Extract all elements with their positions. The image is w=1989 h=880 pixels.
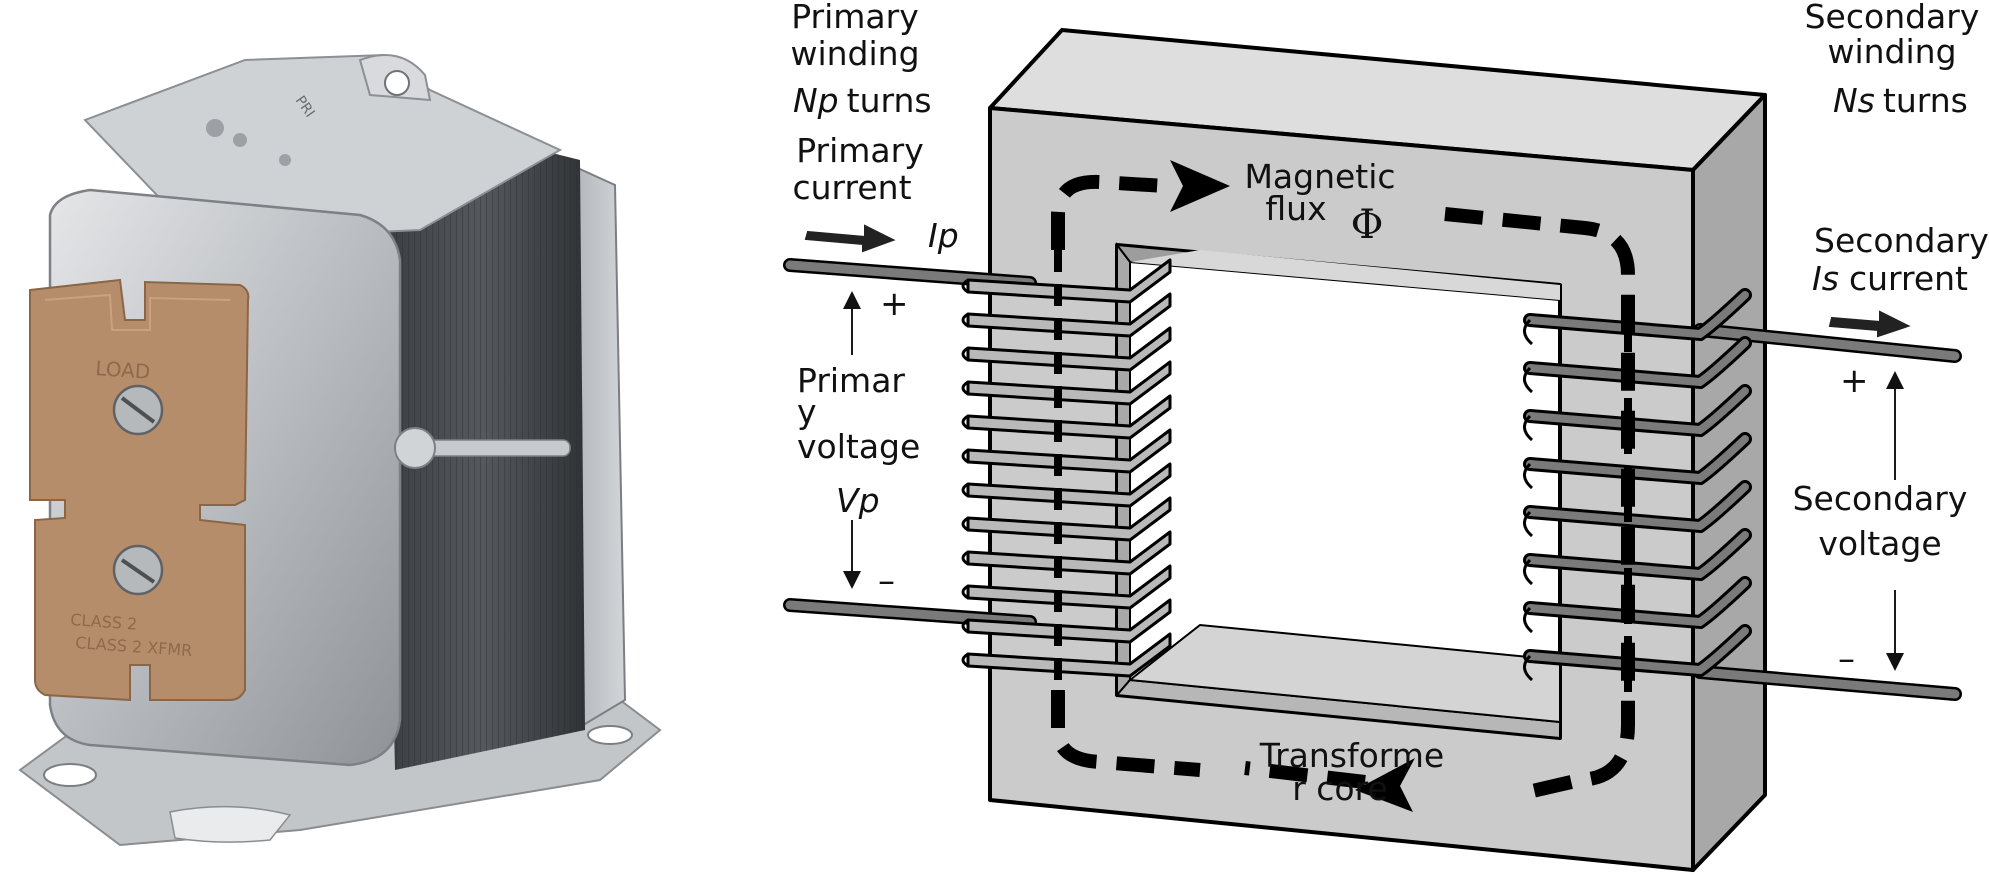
- primary-coil-turn: [961, 496, 1172, 542]
- secondary-coil-turn: [1523, 384, 1752, 442]
- primary-coil-turn: [961, 598, 1172, 644]
- secondary-coil-turn: [1523, 624, 1752, 682]
- flux-symbol: Φ: [1351, 202, 1384, 248]
- primary-coil-turn: [961, 428, 1172, 474]
- primary-coil-turn: [961, 530, 1172, 576]
- wires: [783, 258, 1962, 701]
- secondary-current-arrow: [1828, 310, 1911, 338]
- secondary-coil-turn: [1523, 480, 1752, 538]
- primary-coil-turn: [961, 326, 1172, 372]
- svg-text:LOAD: LOAD: [95, 356, 151, 384]
- primary-current-symbol: Ip: [928, 216, 959, 255]
- primary-coil-turn: [961, 258, 1172, 304]
- flux-arrow-top: [1170, 160, 1230, 212]
- flux-path: [1051, 174, 1635, 802]
- top-bracket: [83, 53, 563, 242]
- primary-coil: [961, 258, 1172, 678]
- secondary-current-label: Secondary: [1814, 221, 1989, 260]
- primary-minus: –: [878, 561, 895, 601]
- primary-coil-turn: [961, 360, 1172, 406]
- primary-coil-turn: [961, 394, 1172, 440]
- secondary-plus: +: [1840, 361, 1869, 401]
- flux-arrow-bottom: [1355, 758, 1415, 812]
- secondary-coil-turn: [1523, 336, 1752, 394]
- terminal-board: LOAD CLASS 2 CLASS 2 XFMR: [29, 278, 250, 702]
- primary-current-arrow: [804, 224, 896, 253]
- secondary-coil-turn: [1523, 528, 1752, 586]
- window-inner-top-face: [1130, 250, 1560, 300]
- transformer-core: [988, 28, 1767, 872]
- secondary-coil-turn: [1523, 288, 1752, 346]
- transformer-photo: LOAD CLASS 2 CLASS 2 XFMR PRI: [18, 53, 662, 847]
- primary-coil-turn: [961, 564, 1172, 610]
- primary-coil-turn: [961, 462, 1172, 508]
- secondary-coil-turn: [1523, 576, 1752, 634]
- secondary-coil: [1523, 288, 1752, 682]
- secondary-minus: –: [1838, 639, 1855, 679]
- primary-voltage-symbol: Vp: [836, 481, 880, 520]
- secondary-coil-turn: [1523, 432, 1752, 490]
- svg-text:CLASS 2: CLASS 2: [70, 610, 138, 634]
- primary-plus: +: [880, 284, 909, 324]
- primary-coil-turn: [961, 632, 1172, 678]
- primary-coil-turn: [961, 292, 1172, 338]
